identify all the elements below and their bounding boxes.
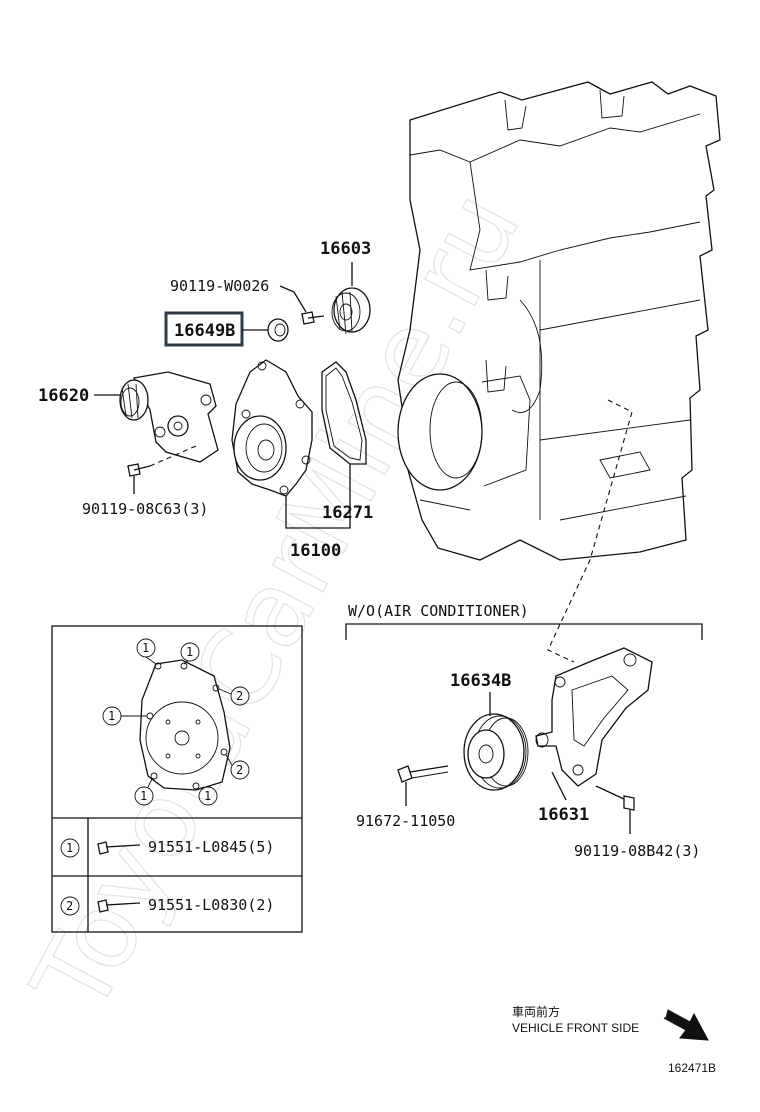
bolt-91672-11050[interactable] bbox=[397, 765, 449, 783]
detail-callouts: 1 1 2 1 2 1 1 bbox=[102, 638, 250, 806]
legend-row-1[interactable]: 1 91551-L0845(5) bbox=[60, 838, 274, 858]
callout-1: 1 bbox=[108, 709, 115, 723]
label-90119-08c63: 90119-08C63(3) bbox=[82, 500, 208, 518]
detail-pump-outline bbox=[139, 659, 231, 791]
label-16100: 16100 bbox=[290, 541, 341, 561]
variant-label: W/O(AIR CONDITIONER) bbox=[348, 602, 529, 620]
label-16620: 16620 bbox=[38, 386, 89, 406]
pulley-16634b[interactable] bbox=[463, 713, 529, 791]
legend-part-1: 91551-L0845(5) bbox=[148, 838, 274, 856]
label-16649b[interactable]: 16649B bbox=[174, 321, 235, 341]
detail-box bbox=[51, 625, 303, 933]
tensioner-16620[interactable] bbox=[119, 371, 219, 463]
direction-jp: 車両前方 bbox=[512, 1004, 560, 1019]
label-16634b: 16634B bbox=[450, 671, 511, 691]
label-16631: 16631 bbox=[538, 805, 589, 825]
idler-pulley-16603[interactable] bbox=[331, 287, 371, 335]
callout-1: 1 bbox=[186, 645, 193, 659]
legend-row-2[interactable]: 2 91551-L0830(2) bbox=[60, 896, 274, 916]
legend-part-2: 91551-L0830(2) bbox=[148, 896, 274, 914]
highlight-box-16649b bbox=[164, 311, 244, 347]
reference-dashed-line bbox=[547, 399, 633, 663]
label-90119-w0026: 90119-W0026 bbox=[170, 277, 269, 295]
label-90119-08b42: 90119-08B42(3) bbox=[574, 842, 700, 860]
svg-text:1: 1 bbox=[66, 841, 73, 855]
callout-1: 1 bbox=[142, 641, 149, 655]
variant-bracket-line bbox=[345, 623, 703, 640]
label-16603: 16603 bbox=[320, 239, 371, 259]
engine-block-outline bbox=[397, 81, 721, 561]
direction-arrow-icon bbox=[663, 1009, 709, 1041]
gasket-16271[interactable] bbox=[321, 361, 367, 465]
svg-text:2: 2 bbox=[66, 899, 73, 913]
diagram-code: 162471B bbox=[668, 1061, 716, 1075]
label-91672-11050: 91672-11050 bbox=[356, 812, 455, 830]
bolt-90119-08b42[interactable] bbox=[595, 785, 635, 811]
callout-1: 1 bbox=[204, 789, 211, 803]
water-pump-16100[interactable] bbox=[231, 359, 313, 497]
cap-16649b[interactable] bbox=[267, 318, 289, 342]
bolt-90119-08c63[interactable] bbox=[127, 463, 151, 477]
label-16271: 16271 bbox=[322, 503, 373, 523]
bolt-90119-w0026[interactable] bbox=[301, 311, 325, 325]
callout-1: 1 bbox=[140, 789, 147, 803]
callout-2: 2 bbox=[236, 763, 243, 777]
bracket-16631[interactable] bbox=[535, 647, 653, 787]
callout-2: 2 bbox=[236, 689, 243, 703]
direction-en: VEHICLE FRONT SIDE bbox=[512, 1021, 639, 1035]
